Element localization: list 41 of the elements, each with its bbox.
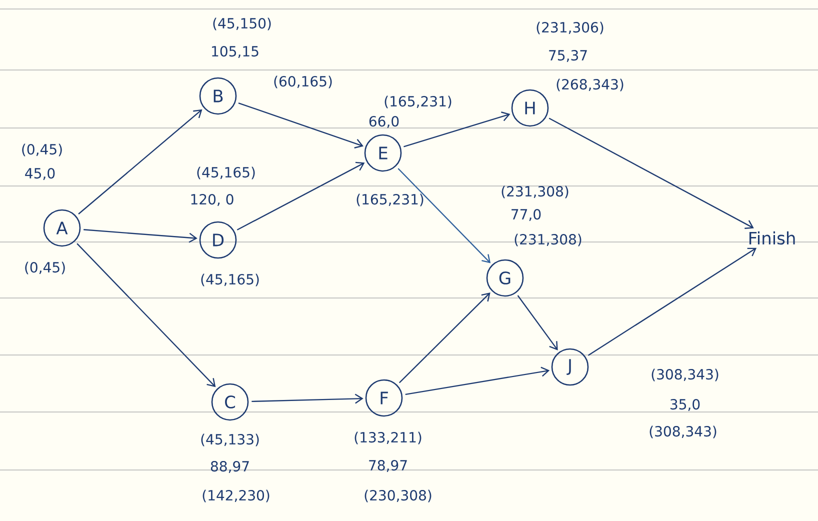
time-annotation: (231,306): [536, 22, 604, 34]
arrow: [405, 366, 550, 396]
time-annotation: 35,0: [670, 398, 700, 411]
time-annotation: 120, 0: [191, 194, 234, 206]
time-annotation: 78,97: [369, 460, 407, 472]
time-annotation: 75,37: [549, 50, 587, 62]
time-annotation: 77,0: [512, 208, 541, 221]
time-annotation: 105,15: [212, 46, 258, 58]
arrow: [548, 118, 754, 229]
time-annotation: (231,308): [514, 234, 582, 246]
arrow: [76, 243, 216, 388]
time-annotation: (308,343): [652, 368, 718, 382]
arrow: [404, 112, 510, 148]
time-annotation: 88,97: [210, 460, 249, 473]
time-annotation: (308,343): [650, 426, 716, 438]
time-annotation: (268,343): [556, 78, 624, 92]
arrow: [78, 109, 202, 214]
time-annotation: (0,45): [25, 262, 65, 274]
time-annotation: (165,231): [384, 96, 452, 108]
arrow: [84, 229, 198, 243]
arrow: [252, 394, 364, 404]
arrow: [238, 102, 364, 148]
arrow: [517, 295, 558, 350]
arrow: [588, 248, 757, 356]
end-label: Finish: [749, 231, 795, 245]
time-annotation: (45,165): [201, 274, 259, 286]
time-annotation: (45,133): [201, 434, 259, 446]
time-annotation: (45,150): [213, 18, 271, 30]
time-annotation: (142,230): [202, 490, 270, 502]
arrow: [398, 292, 490, 384]
arrow: [236, 162, 365, 230]
time-annotation: (60,165): [274, 76, 332, 88]
time-annotation: (0,45): [22, 144, 62, 156]
time-annotation: 66,0: [369, 116, 399, 128]
time-annotation: 45,0: [25, 168, 55, 180]
time-annotation: (230,308): [364, 490, 432, 502]
time-annotation: (231,308): [502, 186, 568, 198]
time-annotation: (133,211): [354, 432, 422, 444]
arrow: [398, 168, 491, 264]
time-annotation: (165,231): [356, 194, 424, 206]
time-annotation: (45,165): [197, 166, 255, 180]
